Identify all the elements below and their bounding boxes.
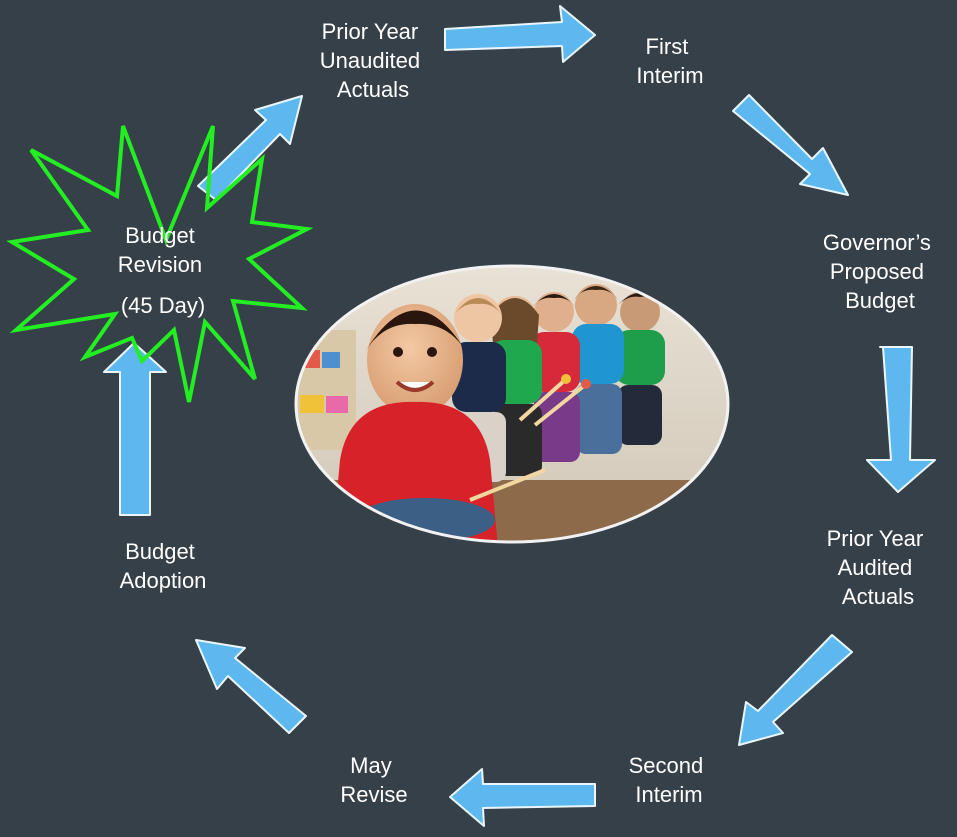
arrow-to-budget-adoption [195, 639, 307, 734]
arrow-to-prior-year-audited-actuals [866, 346, 936, 493]
arrow-to-second-interim [738, 634, 853, 746]
center-photo-frame [294, 264, 730, 544]
label-may-revise: May Revise [340, 753, 407, 807]
arrow-to-may-revise [449, 768, 596, 827]
label-first-interim: First Interim [636, 34, 703, 88]
arrow-to-budget-revision [103, 342, 167, 516]
label-prior-year-audited-actuals: Prior Year Audited Actuals [827, 526, 930, 609]
highlight-starburst [6, 125, 314, 403]
label-second-interim: Second Interim [629, 753, 710, 807]
label-budget-adoption: Budget Adoption [120, 539, 207, 593]
arrow-to-governors-proposed-budget [732, 94, 849, 196]
label-budget-revision: Budget Revision (45 Day) [118, 223, 209, 318]
arrow-to-first-interim [444, 5, 596, 63]
arrow-to-prior-year-unaudited-actuals [197, 95, 303, 201]
label-prior-year-unaudited-actuals: Prior Year Unaudited Actuals [320, 19, 426, 102]
label-governors-proposed-budget: Governor’s Proposed Budget [823, 230, 937, 313]
